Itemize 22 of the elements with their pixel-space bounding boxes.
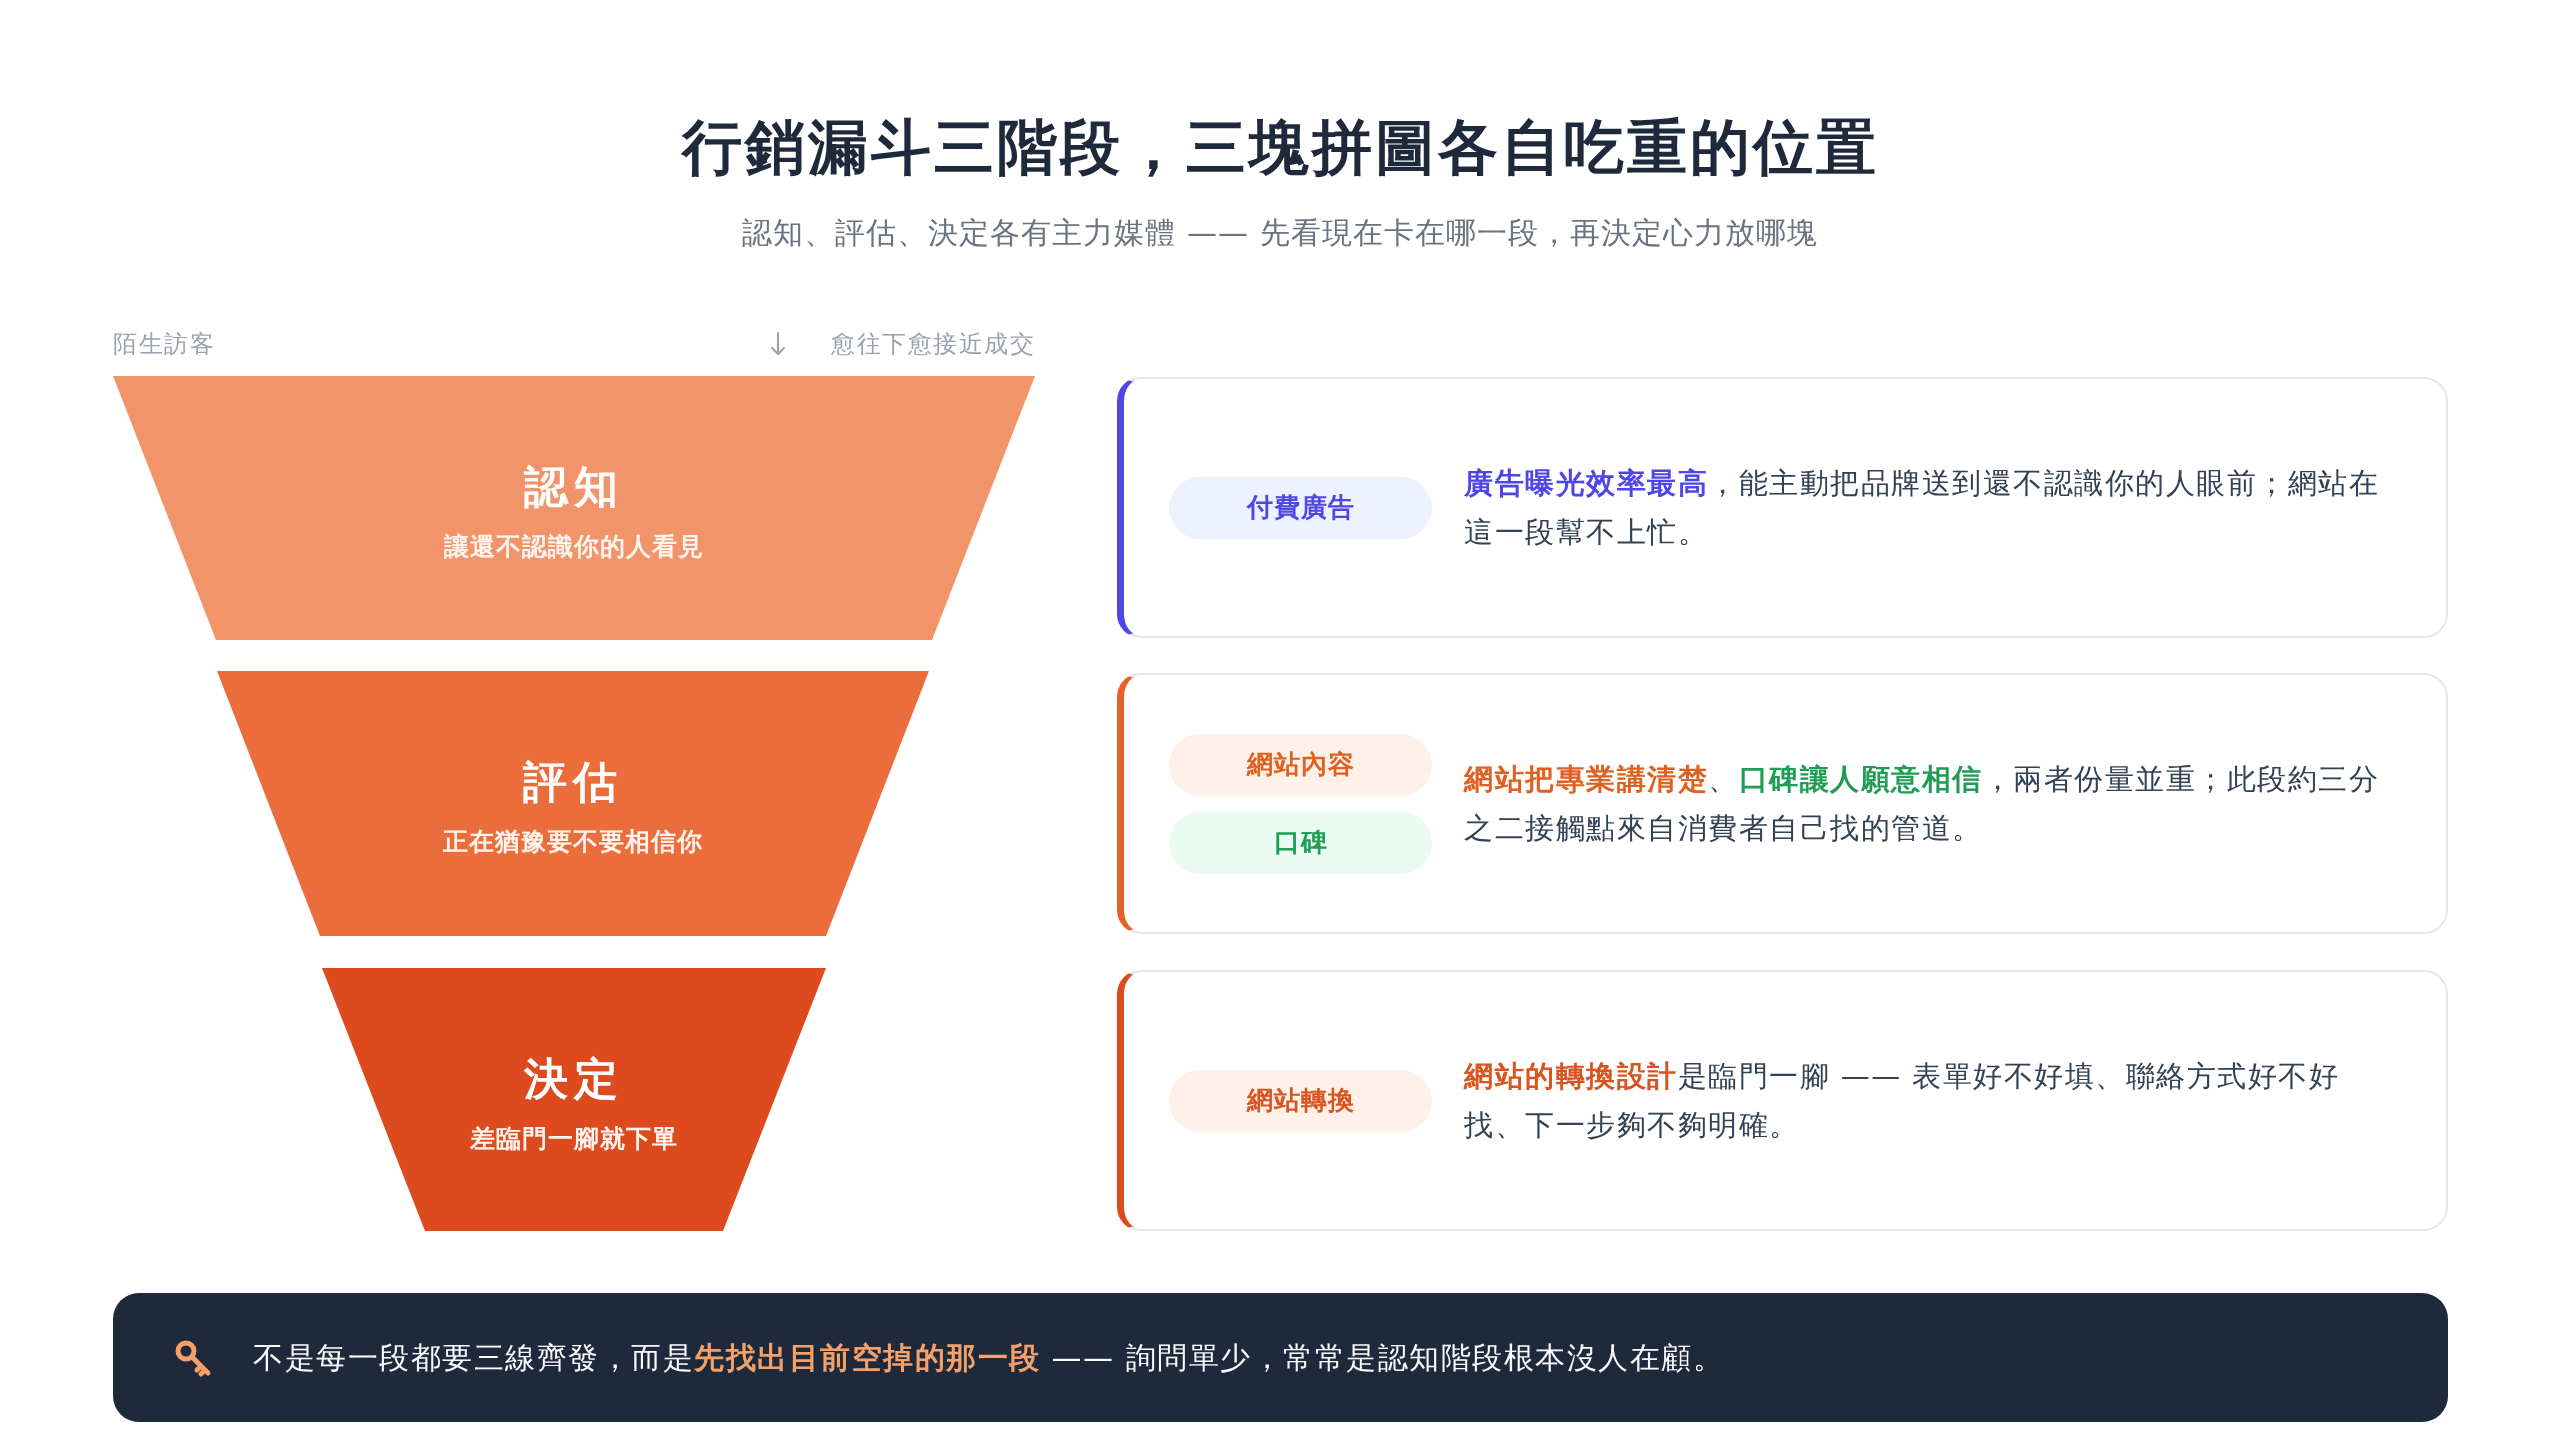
media-tag: 付費廣告 <box>1169 476 1432 539</box>
card-text: 廣告曝光效率最高，能主動把品牌送到還不認識你的人眼前；網站在這一段幫不上忙。 <box>1464 464 2380 551</box>
direction-note: 愈往下愈接近成交 <box>831 329 1035 360</box>
stage-subtitle: 讓還不認識你的人看見 <box>444 531 704 563</box>
media-tag: 口碑 <box>1169 811 1432 874</box>
media-tag: 網站轉換 <box>1169 1069 1432 1132</box>
page-title: 行銷漏斗三階段，三塊拼圖各自吃重的位置 <box>681 111 1879 184</box>
stage-subtitle: 正在猶豫要不要相信你 <box>443 826 703 858</box>
info-card <box>1117 673 2448 934</box>
info-card <box>1117 377 2448 638</box>
funnel-top-label: 陌生訪客 <box>113 329 215 360</box>
stage-subtitle: 差臨門一腳就下單 <box>470 1123 678 1155</box>
stage-title: 決定 <box>524 1052 624 1106</box>
card-text: 網站的轉換設計是臨門一腳 —— 表單好不好填、聯絡方式好不好找、下一步夠不夠明確。 <box>1464 1057 2341 1144</box>
info-card <box>1117 970 2448 1231</box>
note-banner <box>113 1293 2448 1422</box>
note-text: 不是每一段都要三線齊發，而是先找出目前空掉的那一段 —— 詢問單少，常常是認知階段根本沒人在顧。 <box>253 1338 1725 1377</box>
card-text: 網站把專業講清楚、口碑讓人願意相信，兩者份量並重；此段約三分之二接觸點來自消費者自己找的管道。 <box>1464 760 2380 847</box>
page-subtitle: 認知、評估、決定各有主力媒體 —— 先看現在卡在哪一段，再決定心力放哪塊 <box>742 214 1818 252</box>
stage-title: 評估 <box>523 755 623 809</box>
media-tag: 網站內容 <box>1169 733 1432 796</box>
stage-title: 認知 <box>524 460 624 514</box>
